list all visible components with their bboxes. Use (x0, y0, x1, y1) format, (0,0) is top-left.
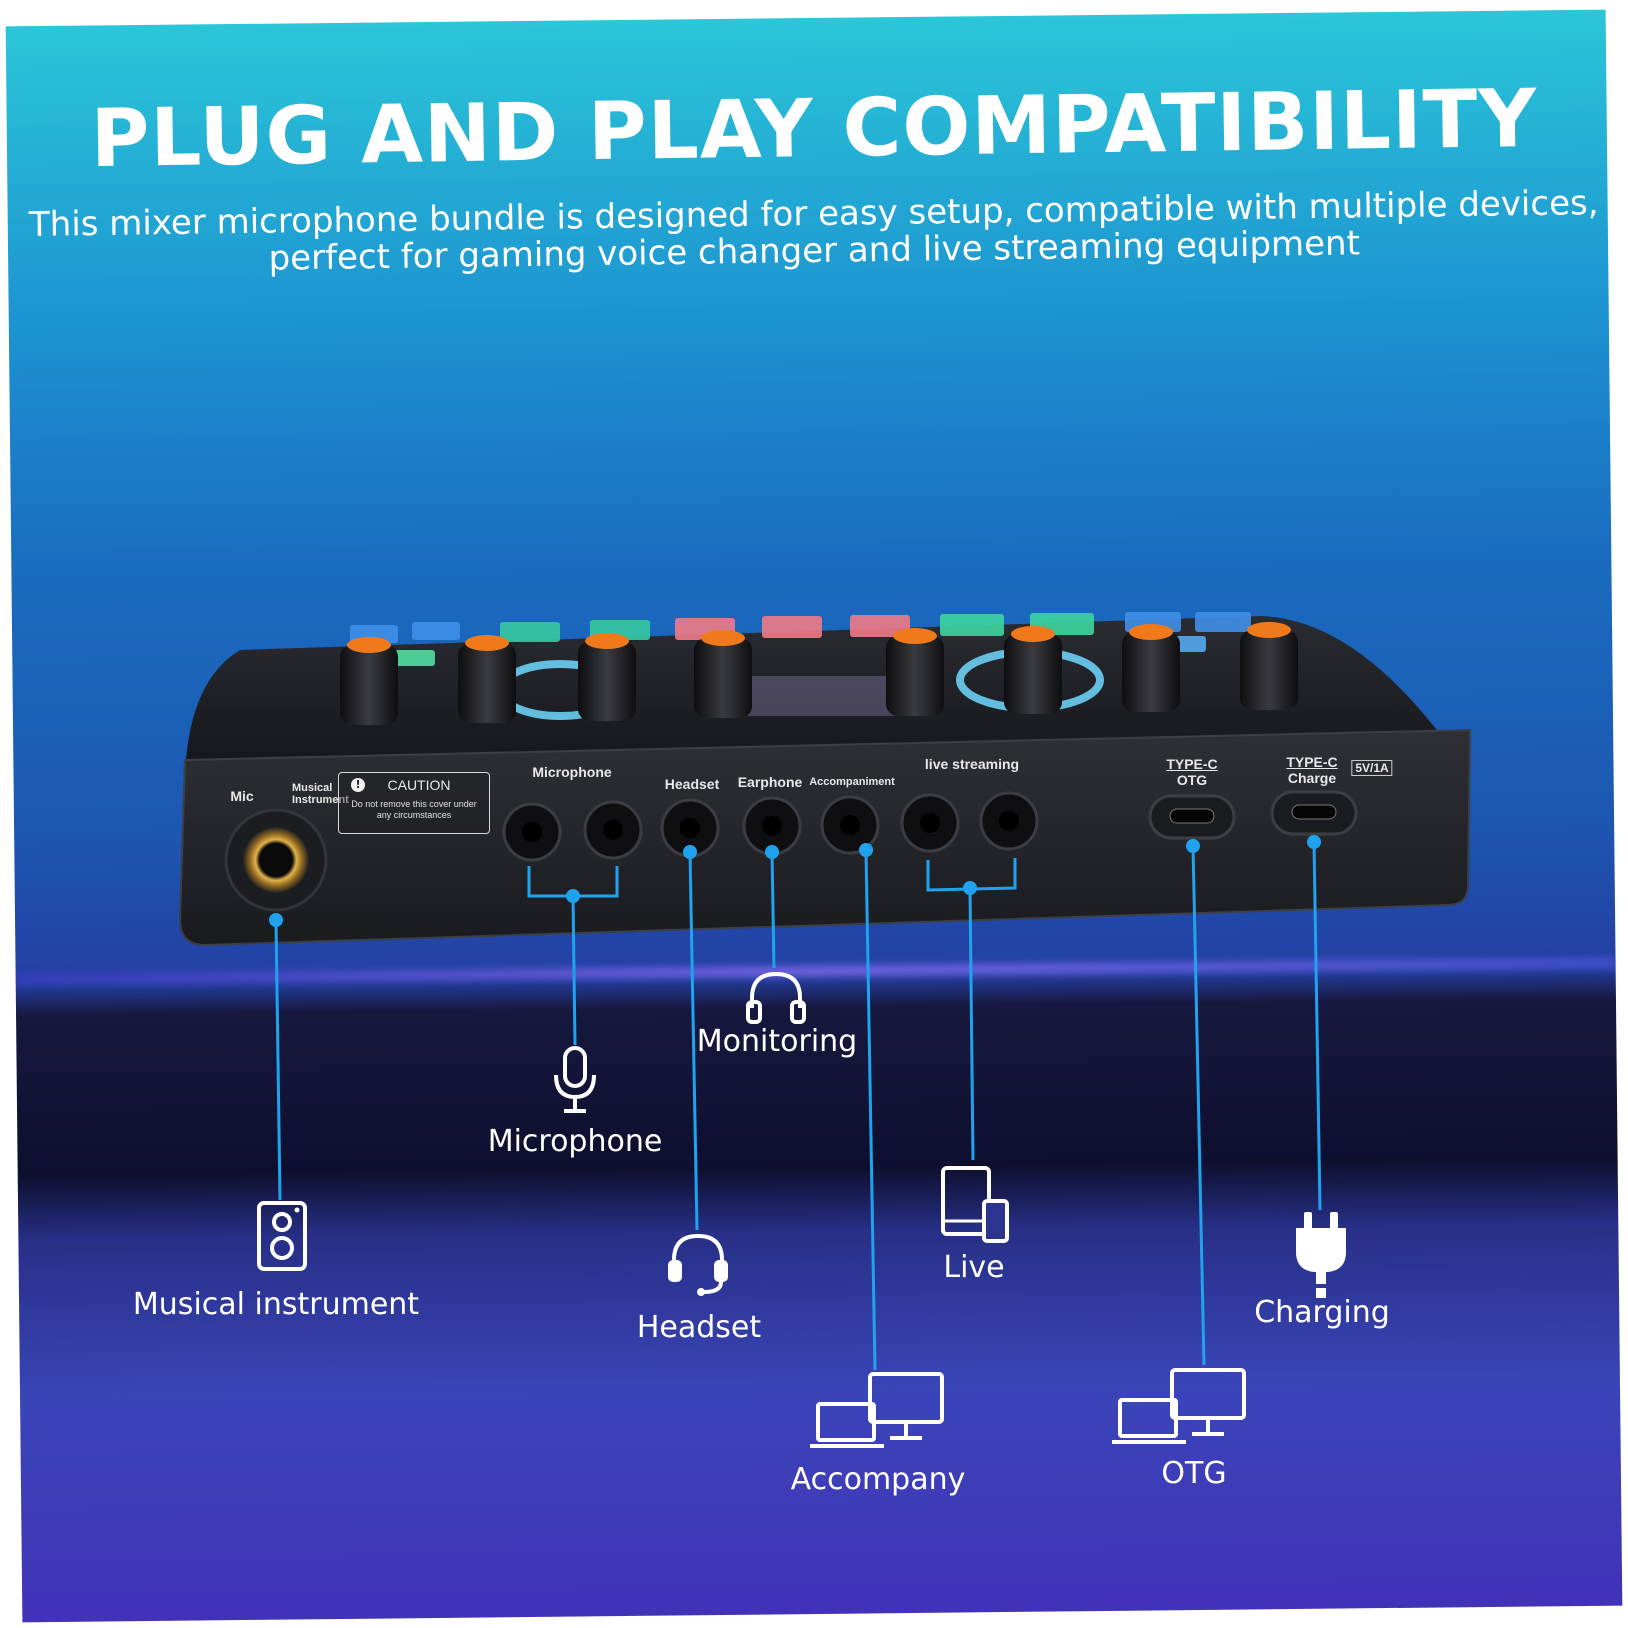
mic-label: Mic (230, 788, 254, 804)
caution-text: Do not remove this cover under any circu… (351, 799, 477, 820)
callout-headset: Headset (636, 1310, 762, 1345)
warning-icon: ! (351, 778, 365, 792)
mixer-knobs (340, 622, 1298, 725)
port-label-accompaniment: Accompaniment (809, 776, 895, 788)
power-rating-badge: 5V/1A (1351, 760, 1393, 776)
callout-monitoring: Monitoring (696, 1024, 858, 1059)
port-label-earphone: Earphone (737, 774, 803, 790)
port-label-headset: Headset (664, 776, 720, 792)
callout-dots (269, 835, 1321, 927)
microphone-icon (554, 1046, 596, 1113)
port-label-typec-charge-2: Charge (1287, 770, 1337, 786)
callout-charging: Charging (1254, 1295, 1390, 1330)
laptop-monitor-icon (810, 1372, 944, 1448)
tablet-phone-icon (941, 1166, 1009, 1243)
callout-otg: OTG (1161, 1456, 1227, 1491)
instrument-label: Musical Instrument (292, 782, 349, 806)
instrument-jack (243, 827, 309, 893)
port-label-live-streaming: live streaming (924, 756, 1020, 772)
usb-c-ports (1148, 790, 1358, 840)
speaker-icon (257, 1201, 307, 1271)
callout-live: Live (943, 1250, 1005, 1285)
plug-icon (1296, 1212, 1346, 1298)
laptop-monitor-icon (1112, 1368, 1246, 1444)
port-label-typec-charge-1: TYPE-C (1286, 754, 1338, 770)
callout-accompany: Accompany (790, 1462, 966, 1497)
caution-title: CAUTION (387, 777, 451, 793)
audio-jacks (502, 791, 1039, 862)
callout-microphone: Microphone (487, 1124, 663, 1159)
headset-icon (668, 1233, 728, 1296)
port-label-microphone: Microphone (532, 764, 612, 780)
port-label-typec-otg-1: TYPE-C (1166, 756, 1218, 772)
port-label-typec-otg-2: OTG (1176, 772, 1208, 788)
headphones-icon (746, 971, 806, 1024)
callout-lines (274, 841, 1322, 1371)
caution-sticker: ! CAUTION Do not remove this cover under… (338, 772, 490, 834)
callout-musical-instrument: Musical instrument (132, 1287, 420, 1322)
